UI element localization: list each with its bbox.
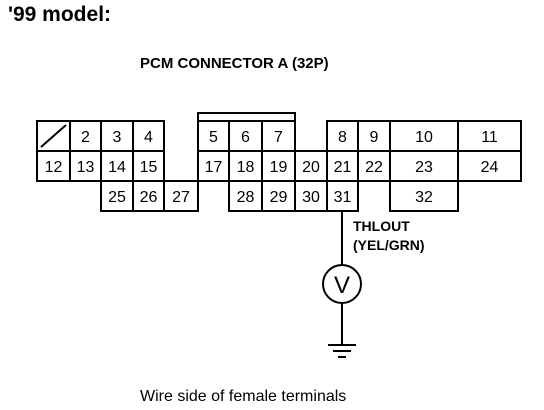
pin-label: 13	[77, 159, 95, 176]
connector-cell	[326, 180, 359, 212]
model-title: '99 model:	[8, 3, 112, 26]
pin-label: 32	[415, 189, 433, 206]
pin-label: 5	[209, 129, 218, 146]
connector-title: PCM CONNECTOR A (32P)	[140, 55, 329, 72]
pin-label: 15	[140, 159, 158, 176]
pin-label: 19	[270, 159, 288, 176]
pin-label: 22	[365, 159, 383, 176]
connector-lock-tab	[197, 112, 296, 121]
pin-label: 3	[113, 129, 122, 146]
pin-label: 28	[237, 189, 255, 206]
pin-label: 7	[274, 129, 283, 146]
connector-cell	[163, 180, 199, 212]
wire-color-label: (YEL/GRN)	[353, 237, 425, 253]
connector-cell	[457, 150, 522, 182]
unused-pin-slash	[40, 124, 67, 148]
pin-label: 24	[481, 159, 499, 176]
connector-cell	[197, 150, 230, 182]
pin-label: 17	[205, 159, 223, 176]
pin-label: 21	[334, 159, 352, 176]
connector-cell	[294, 150, 328, 182]
connector-cell	[261, 180, 296, 212]
pin-label: 23	[415, 159, 433, 176]
connector-cell	[357, 120, 391, 152]
ground-icon	[328, 344, 356, 358]
connector-cell	[36, 150, 71, 182]
connector-cell	[69, 150, 102, 182]
pin-label: 18	[237, 159, 255, 176]
connector-cell	[389, 150, 459, 182]
diagram-caption: Wire side of female terminals	[140, 388, 347, 405]
pin-label: 29	[270, 189, 288, 206]
pin-label: 2	[81, 129, 90, 146]
pin-label: 12	[45, 159, 63, 176]
pin-label: 6	[241, 129, 250, 146]
voltmeter-symbol: V	[334, 272, 350, 299]
pin-label: 10	[415, 129, 433, 146]
connector-cells	[36, 120, 522, 212]
pin-label: 9	[370, 129, 379, 146]
pin-label: 11	[481, 129, 498, 146]
pin-label: 30	[302, 189, 320, 206]
connector-cell	[457, 120, 522, 152]
pin-label: 31	[334, 189, 352, 206]
pin-label: 4	[144, 129, 153, 146]
pin-label: 20	[302, 159, 320, 176]
connector-cell	[389, 180, 459, 212]
pin-label: 25	[108, 189, 126, 206]
pin-label: 14	[108, 159, 126, 176]
wire-name-label: THLOUT	[353, 218, 410, 234]
pin-label: 8	[338, 129, 347, 146]
pin-label: 26	[140, 189, 158, 206]
pin-label: 27	[172, 189, 190, 206]
